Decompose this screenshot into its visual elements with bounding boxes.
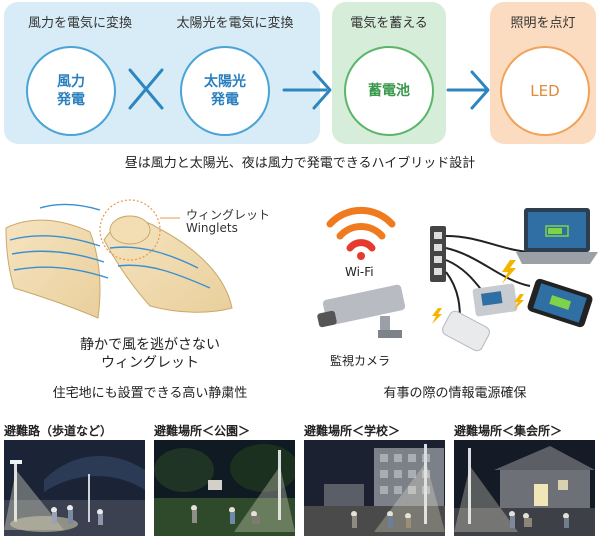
wind-title: 風力を電気に変換 <box>27 16 132 31</box>
flow-connectors <box>128 68 490 110</box>
battery-circle: 蓄電池 <box>344 46 434 136</box>
photo-park <box>154 440 295 536</box>
led-circle: LED <box>500 46 590 136</box>
photo-label-school: 避難場所＜学校＞ <box>304 424 401 438</box>
smartphone-icon <box>527 278 593 328</box>
light-title: 照明を点灯 <box>510 16 576 31</box>
winglet-en-label: Winglets <box>186 221 238 235</box>
winglet-jp-label: ウィングレット <box>186 208 271 222</box>
solar-power-circle: 太陽光 発電 <box>180 46 270 136</box>
wind-circle-line1: 風力 <box>57 74 85 90</box>
photo-hall <box>454 440 595 536</box>
solar-title: 太陽光を電気に変換 <box>176 16 294 31</box>
wind-circle-line2: 発電 <box>57 92 85 108</box>
winglet-highlight-circle <box>99 199 161 261</box>
photo-label-hall: 避難場所＜集会所＞ <box>454 424 563 438</box>
photo-evac-route <box>4 440 145 536</box>
store-title: 電気を蓄える <box>350 16 428 31</box>
wifi-icon <box>326 206 396 260</box>
photo-label-park: 避難場所＜公園＞ <box>154 424 251 438</box>
winglet-tip <box>109 215 151 245</box>
photo-label-evac-route: 避難路（歩道など） <box>4 424 113 438</box>
router-icon <box>472 283 518 317</box>
wing-caption-1: 静かで風を逃がさない <box>80 337 220 353</box>
combine-x-icon <box>128 68 164 110</box>
power-strip-icon <box>430 226 446 282</box>
arrow-right-icon <box>282 70 332 110</box>
winglet-illustration <box>5 199 233 319</box>
arrow-right-icon <box>446 70 490 110</box>
power-bank-icon <box>442 310 490 352</box>
solar-circle-line2: 発電 <box>211 92 239 108</box>
battery-circle-label: 蓄電池 <box>368 83 410 99</box>
wing-caption-2: ウィングレット <box>101 355 199 371</box>
photo-school <box>304 440 445 536</box>
hybrid-caption: 昼は風力と太陽光、夜は風力で発電できるハイブリッド設計 <box>124 156 476 171</box>
quietness-caption: 住宅地にも設置できる高い静粛性 <box>52 386 248 401</box>
camera-label: 監視カメラ <box>330 354 391 368</box>
solar-circle-line1: 太陽光 <box>204 74 246 90</box>
devices-illustration <box>317 206 598 352</box>
laptop-icon <box>516 208 598 264</box>
led-circle-label: LED <box>530 82 560 100</box>
lightning-icon <box>432 260 524 324</box>
blade-left <box>5 219 101 319</box>
security-camera-icon <box>317 284 406 338</box>
power-supply-caption: 有事の際の情報電源確保 <box>383 386 527 401</box>
wind-power-circle: 風力 発電 <box>26 46 116 136</box>
wifi-label: Wi-Fi <box>345 265 374 279</box>
